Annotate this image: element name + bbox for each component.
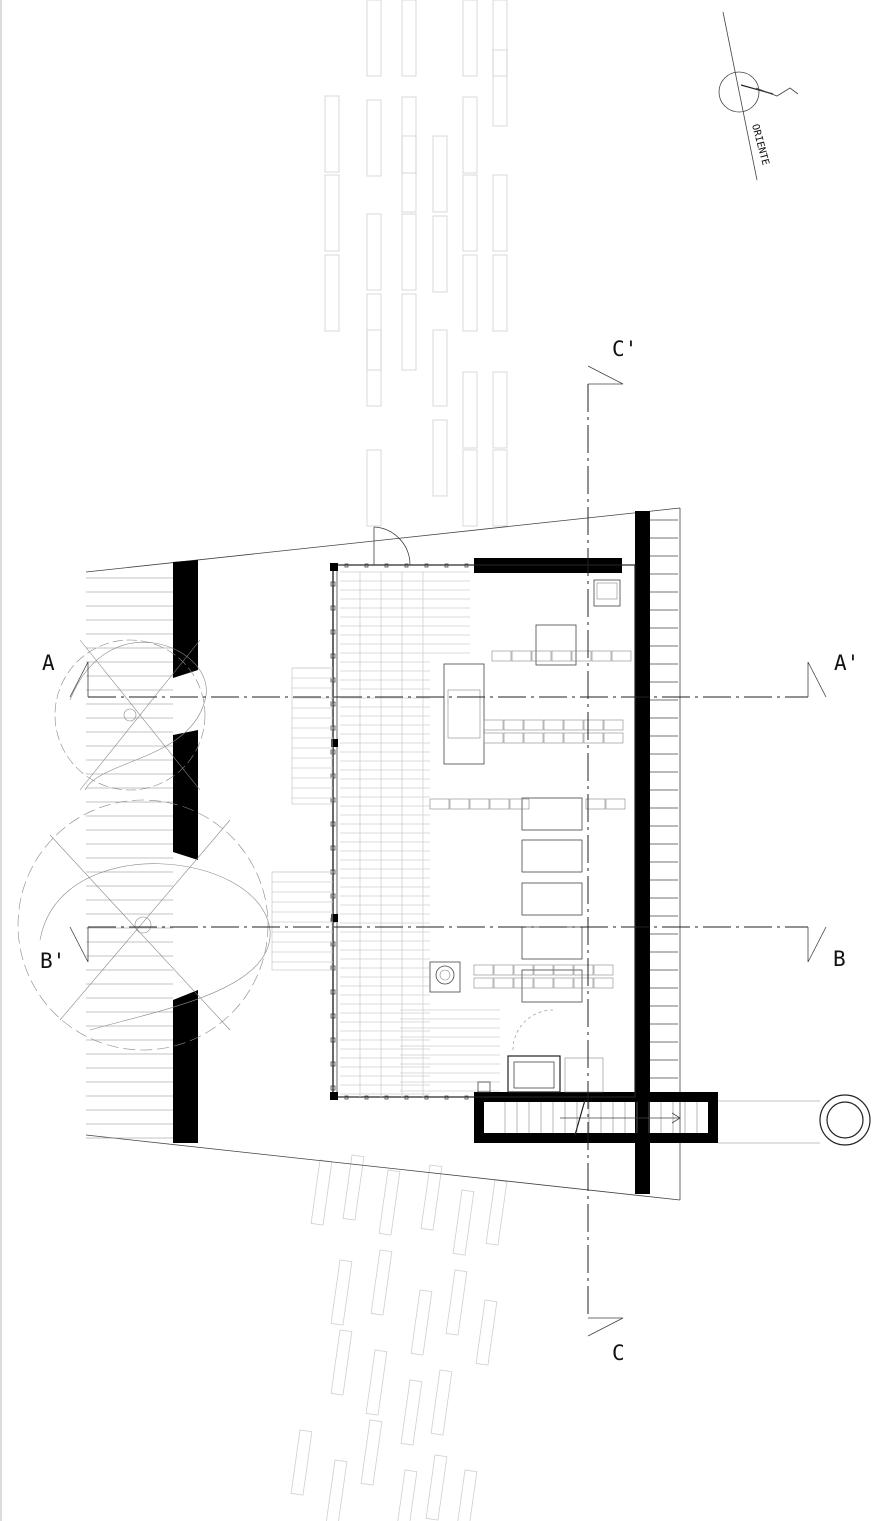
- structural-walls: [173, 511, 718, 1194]
- south-stair: [504, 1099, 698, 1136]
- paving-stones-north: [324, 0, 508, 527]
- north-label: ORIENTE: [749, 123, 771, 167]
- section-label-a-prime: A': [834, 651, 859, 675]
- section-label-c: C: [612, 1341, 625, 1365]
- section-label-a: A: [42, 651, 55, 675]
- furniture: [429, 579, 632, 1093]
- section-label-c-prime: C': [612, 337, 637, 361]
- deck-floor: [330, 563, 636, 1100]
- section-label-b: B: [833, 947, 846, 971]
- paving-stones-south: [290, 1154, 508, 1521]
- west-terrace-hatching: [86, 577, 173, 1139]
- west-canopy-circles: [17, 639, 271, 1051]
- section-cut-b: [69, 926, 827, 963]
- east-ramp-hatching: [650, 519, 678, 1079]
- water-tank: [718, 1094, 871, 1146]
- section-label-b-prime: B': [40, 949, 65, 973]
- door-swing-north: [373, 526, 411, 566]
- north-arrow-icon: ORIENTE: [718, 11, 799, 181]
- section-cut-a: [69, 661, 827, 698]
- section-cut-c: [587, 365, 624, 1337]
- west-steps: [271, 667, 333, 971]
